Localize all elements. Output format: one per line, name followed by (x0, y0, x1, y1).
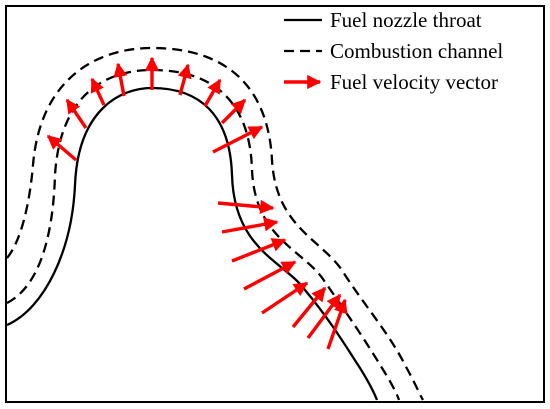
velocity-vector-arrow (212, 125, 264, 154)
velocity-vector-arrow (221, 217, 279, 234)
solid-line-swatch (284, 18, 322, 22)
dashed-line-swatch (284, 49, 322, 53)
fuel-velocity-vectors (46, 56, 348, 350)
velocity-vector-arrow (291, 286, 327, 329)
legend-item-combustion-channel: Combustion channel (282, 36, 546, 67)
velocity-vector-arrow (261, 281, 309, 315)
velocity-vector-arrow (220, 98, 247, 125)
velocity-vector-arrow (326, 298, 348, 350)
legend: Fuel nozzle throat Combustion channel Fu… (282, 5, 546, 98)
combustion-channel-outer-wall (6, 46, 424, 401)
combustion-channel-inner-wall (6, 68, 401, 401)
legend-item-fuel-nozzle-throat: Fuel nozzle throat (282, 5, 546, 36)
velocity-vector-arrow (90, 77, 106, 106)
legend-label: Fuel nozzle throat (330, 8, 482, 32)
velocity-vector-arrow (65, 98, 88, 129)
legend-label: Combustion channel (330, 39, 504, 63)
fuel-nozzle-throat-curve (6, 86, 379, 401)
velocity-vector-arrow (113, 62, 128, 97)
red-arrow-swatch (284, 74, 322, 90)
legend-item-fuel-velocity-vector: Fuel velocity vector (282, 67, 546, 98)
velocity-vector-arrow (203, 78, 222, 107)
velocity-vector-arrow (217, 199, 275, 214)
velocity-vector-arrow (243, 260, 297, 291)
legend-label: Fuel velocity vector (330, 70, 498, 94)
velocity-vector-arrow (231, 238, 287, 263)
diagram-frame (5, 5, 545, 403)
velocity-vector-arrow (46, 134, 78, 162)
velocity-vector-arrow (177, 63, 192, 96)
